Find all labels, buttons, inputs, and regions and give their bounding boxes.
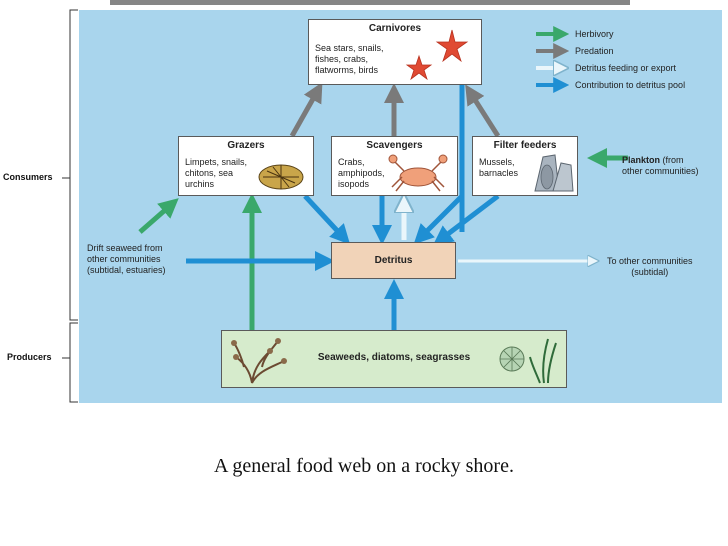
scavengers-box: Scavengers Crabs, amphipods, isopods — [331, 136, 458, 196]
cropped-header-strip — [110, 0, 630, 5]
plankton-source: (from other communities) — [622, 155, 699, 176]
filter-feeders-title: Filter feeders — [493, 140, 557, 151]
mussel-barnacle-icon — [534, 154, 574, 192]
grazers-text: Limpets, snails, chitons, sea urchins — [185, 157, 248, 189]
arrow-grazers-to-carnivores — [289, 82, 323, 138]
consumers-bracket — [69, 9, 78, 321]
crab-icon — [388, 154, 448, 192]
legend-herbivory: Herbivory — [575, 29, 614, 39]
legend-detritus-pool: Contribution to detritus pool — [575, 80, 686, 90]
arrow-grazers-to-detritus — [303, 194, 351, 245]
to-other-communities-label: To other communities (subtidal) — [607, 256, 693, 277]
seaweed-icon — [231, 338, 557, 384]
carnivores-box: Carnivores Sea stars, snails, fishes, cr… — [308, 19, 482, 85]
arrow-filterfeeders-to-detritus — [432, 194, 500, 246]
legend-predation: Predation — [575, 46, 614, 56]
snail-icon — [258, 164, 304, 190]
consumers-label: Consumers — [3, 172, 53, 182]
figure-caption: A general food web on a rocky shore. — [214, 455, 514, 477]
arrow-drift-to-grazers — [138, 198, 179, 234]
arrow-filterfeeders-to-carnivores — [465, 84, 501, 138]
producers-title: Seaweeds, diatoms, seagrasses — [317, 352, 471, 363]
producers-label: Producers — [7, 352, 52, 362]
filter-feeders-box: Filter feeders Mussels, barnacles — [472, 136, 578, 196]
plankton-name: Plankton — [622, 155, 661, 165]
plankton-label: Plankton (from other communities) — [622, 155, 699, 177]
scavengers-title: Scavengers — [366, 140, 423, 151]
grazers-box: Grazers Limpets, snails, chitons, sea ur… — [178, 136, 314, 196]
legend-export: Detritus feeding or export — [575, 63, 677, 73]
detritus-title: Detritus — [374, 255, 413, 266]
carnivores-text: Sea stars, snails, fishes, crabs, flatwo… — [315, 43, 384, 75]
grazers-title: Grazers — [227, 140, 265, 151]
detritus-box: Detritus — [331, 242, 456, 279]
sea-star-icon — [405, 29, 469, 81]
scavengers-text: Crabs, amphipods, isopods — [338, 157, 385, 189]
seagrass-icon — [529, 338, 557, 384]
drift-seaweed-label: Drift seaweed from other communities (su… — [87, 243, 166, 275]
producers-bracket — [69, 322, 78, 403]
arrow-carnivores-to-detritus — [413, 194, 464, 245]
producers-box: Seaweeds, diatoms, seagrasses — [221, 330, 567, 388]
filter-feeders-text: Mussels, barnacles — [479, 157, 519, 178]
carnivores-title: Carnivores — [368, 23, 422, 34]
